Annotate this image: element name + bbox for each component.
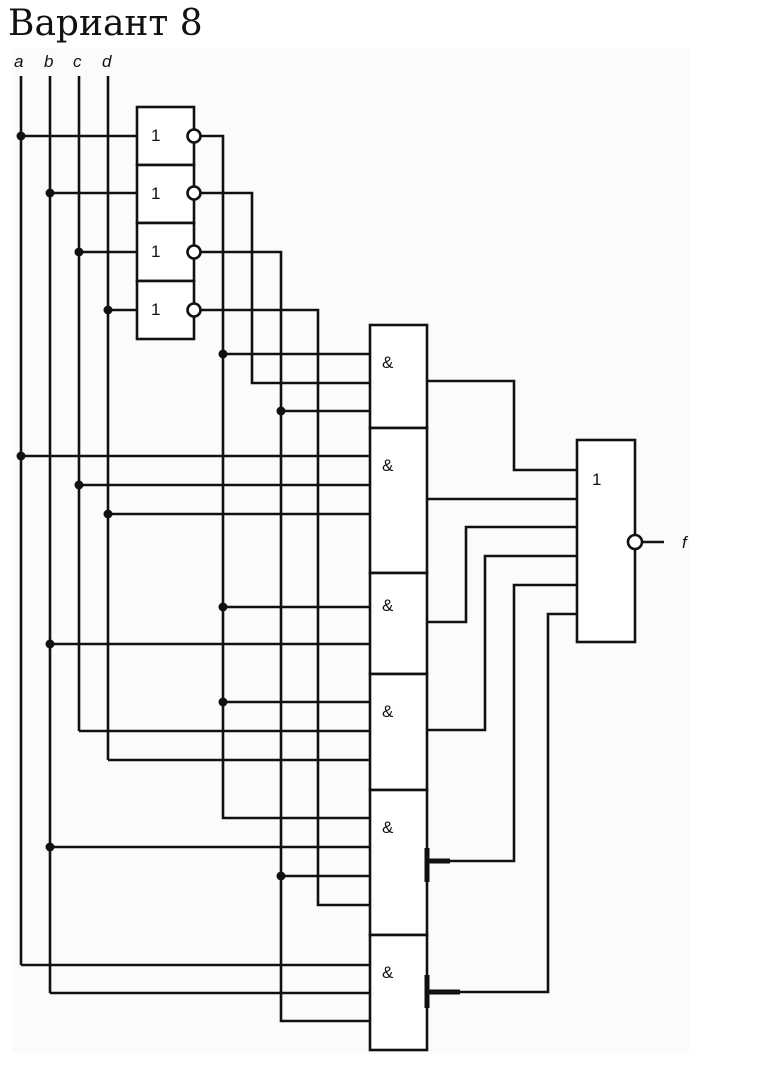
and-gate-1: & — [368, 323, 429, 430]
and-gate-4: & — [368, 672, 429, 792]
not-gate-a-symbol: 1 — [151, 126, 160, 145]
and-gate-6-symbol: & — [382, 963, 394, 982]
output-label-f: f — [682, 533, 689, 552]
and-gate-2: & — [368, 426, 429, 575]
bus-not-c — [201, 250, 370, 1023]
and1-out — [427, 379, 577, 472]
and3-out — [427, 525, 577, 624]
and-gate-5-symbol: & — [382, 818, 394, 837]
input-label-d: d — [102, 52, 112, 71]
not-gate-d-symbol: 1 — [151, 300, 160, 319]
bus-not-a — [201, 134, 370, 820]
and-gate-4-symbol: & — [382, 702, 394, 721]
not-gate-c: 1 — [135, 221, 196, 283]
nor-gate-symbol: 1 — [592, 470, 601, 489]
input-label-b: b — [44, 52, 53, 71]
not-gate-d: 1 — [135, 279, 196, 341]
and4-out — [427, 554, 577, 732]
not-gate-b-symbol: 1 — [151, 184, 160, 203]
and-gate-5: & — [368, 788, 429, 937]
and6-inverse-marker — [424, 975, 460, 1008]
and-gate-2-symbol: & — [382, 456, 394, 475]
bus-not-b — [201, 191, 370, 385]
input-label-a: a — [14, 52, 23, 71]
input-label-c: c — [73, 52, 82, 71]
and6-out — [427, 612, 577, 994]
not-gate-a: 1 — [135, 105, 196, 167]
not-a-bubble — [186, 128, 202, 144]
not-d-bubble — [186, 302, 202, 318]
and-gate-1-symbol: & — [382, 353, 394, 372]
not-gate-c-symbol: 1 — [151, 242, 160, 261]
not-gate-b: 1 — [135, 163, 196, 225]
nor-output-bubble — [626, 533, 644, 551]
and-gate-6: & — [368, 933, 429, 1052]
diagram-title: Вариант 8 — [8, 3, 203, 44]
and-gate-3-symbol: & — [382, 596, 394, 615]
not-c-bubble — [186, 244, 202, 260]
and5-out — [427, 583, 577, 863]
junction-dots — [16, 131, 286, 881]
and5-inverse-marker — [424, 848, 450, 882]
and-gate-3: & — [368, 571, 429, 676]
not-b-bubble — [186, 185, 202, 201]
nor-gate-output: 1 — [575, 438, 637, 644]
